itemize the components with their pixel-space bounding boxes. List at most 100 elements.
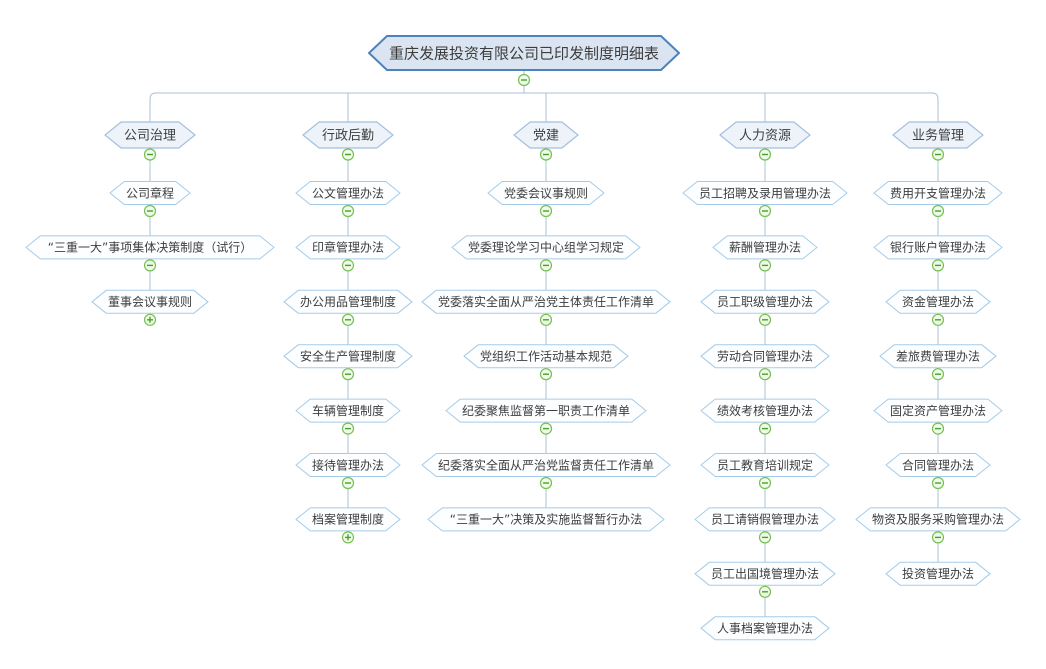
leaf-node[interactable]: 员工教育培训规定 [700, 453, 830, 477]
collapse-icon[interactable] [143, 204, 157, 218]
collapse-icon[interactable] [341, 204, 355, 218]
collapse-icon[interactable] [931, 368, 945, 381]
leaf-node[interactable]: 劳动合同管理办法 [700, 344, 830, 369]
leaf-node[interactable]: 人事档案管理办法 [700, 616, 830, 641]
branch-node[interactable]: 业务管理 [892, 121, 984, 149]
leaf-node[interactable]: 投资管理办法 [885, 561, 991, 586]
branch-node-shape [513, 121, 579, 149]
collapse-icon[interactable] [539, 148, 553, 161]
leaf-node-shape [879, 344, 997, 369]
leaf-node-label: 车辆管理制度 [312, 403, 384, 418]
collapse-icon[interactable] [758, 476, 772, 490]
leaf-node-label: 纪委聚焦监督第一职责工作清单 [462, 403, 630, 418]
root-node-label: 重庆发展投资有限公司已印发制度明细表 [389, 44, 659, 62]
collapse-icon[interactable] [539, 204, 553, 218]
leaf-node[interactable]: 薪酬管理办法 [712, 235, 818, 260]
leaf-node[interactable]: 党委理论学习中心组学习规定 [451, 235, 641, 260]
leaf-node[interactable]: 安全生产管理制度 [283, 344, 413, 369]
leaf-node-shape [885, 289, 991, 314]
leaf-node[interactable]: 接待管理办法 [295, 453, 401, 477]
collapse-icon[interactable] [931, 259, 945, 272]
collapse-icon[interactable] [341, 476, 355, 490]
collapse-icon[interactable] [539, 313, 553, 326]
collapse-icon[interactable] [758, 259, 772, 272]
leaf-node-shape [445, 398, 647, 423]
leaf-node-label: 员工职级管理办法 [717, 294, 813, 309]
collapse-icon[interactable] [931, 204, 945, 218]
collapse-icon[interactable] [539, 422, 553, 435]
leaf-node[interactable]: 党委落实全面从严治党主体责任工作清单 [421, 289, 671, 314]
collapse-icon[interactable] [341, 422, 355, 435]
leaf-node[interactable]: 合同管理办法 [885, 453, 991, 477]
branch-node[interactable]: 党建 [513, 121, 579, 149]
leaf-node[interactable]: 办公用品管理制度 [283, 289, 413, 314]
leaf-node[interactable]: 员工请销假管理办法 [694, 507, 836, 532]
collapse-icon[interactable] [758, 585, 772, 598]
leaf-node-shape [295, 507, 401, 532]
leaf-node[interactable]: 银行账户管理办法 [873, 235, 1003, 260]
leaf-node[interactable]: 党委会议事规则 [487, 181, 605, 205]
leaf-node[interactable]: 纪委聚焦监督第一职责工作清单 [445, 398, 647, 423]
leaf-node[interactable]: 党组织工作活动基本规范 [463, 344, 629, 369]
branch-node[interactable]: 行政后勤 [302, 121, 394, 149]
leaf-node[interactable]: 纪委落实全面从严治党监督责任工作清单 [421, 453, 671, 477]
collapse-icon[interactable] [341, 259, 355, 272]
collapse-icon[interactable] [931, 313, 945, 326]
collapse-icon[interactable] [931, 531, 945, 544]
leaf-node[interactable]: 费用开支管理办法 [873, 181, 1003, 205]
expand-icon[interactable] [143, 313, 157, 326]
collapse-icon[interactable] [758, 368, 772, 381]
collapse-icon[interactable] [143, 148, 157, 161]
collapse-icon[interactable] [758, 422, 772, 435]
leaf-node-label: 银行账户管理办法 [890, 240, 986, 255]
leaf-node[interactable]: “三重一大”事项集体决策制度（试行） [25, 235, 275, 260]
branch-node[interactable]: 人力资源 [719, 121, 811, 149]
collapse-icon[interactable] [341, 148, 355, 161]
branch-node[interactable]: 公司治理 [104, 121, 196, 149]
leaf-node[interactable]: 固定资产管理办法 [873, 398, 1003, 423]
collapse-icon[interactable] [931, 422, 945, 435]
leaf-node-label: 投资管理办法 [902, 566, 974, 581]
leaf-node[interactable]: 物资及服务采购管理办法 [855, 507, 1021, 532]
collapse-icon[interactable] [758, 531, 772, 544]
leaf-node-label: 劳动合同管理办法 [717, 349, 813, 364]
collapse-icon[interactable] [758, 313, 772, 326]
collapse-icon[interactable] [341, 368, 355, 381]
collapse-icon[interactable] [517, 73, 531, 87]
leaf-node-label: 党组织工作活动基本规范 [480, 349, 612, 364]
leaf-node[interactable]: 员工职级管理办法 [700, 289, 830, 314]
collapse-icon[interactable] [931, 148, 945, 161]
leaf-node[interactable]: 资金管理办法 [885, 289, 991, 314]
collapse-icon[interactable] [143, 259, 157, 272]
expand-icon[interactable] [341, 531, 355, 544]
leaf-node-shape [700, 289, 830, 314]
leaf-node-label: 绩效考核管理办法 [717, 403, 813, 418]
leaf-node-label: 公司章程 [126, 185, 174, 200]
leaf-node[interactable]: 董事会议事规则 [91, 289, 209, 314]
collapse-icon[interactable] [341, 313, 355, 326]
leaf-node[interactable]: 印章管理办法 [295, 235, 401, 260]
collapse-icon[interactable] [758, 148, 772, 161]
leaf-node[interactable]: 员工招聘及录用管理办法 [682, 181, 848, 205]
leaf-node[interactable]: 车辆管理制度 [295, 398, 401, 423]
collapse-icon[interactable] [931, 476, 945, 490]
leaf-node[interactable]: 档案管理制度 [295, 507, 401, 532]
leaf-node-shape [700, 453, 830, 477]
branch-node-shape [719, 121, 811, 149]
collapse-icon[interactable] [539, 476, 553, 490]
leaf-node[interactable]: 差旅费管理办法 [879, 344, 997, 369]
leaf-node-label: 员工教育培训规定 [717, 457, 813, 472]
leaf-node[interactable]: 公司章程 [109, 181, 191, 205]
collapse-icon[interactable] [758, 204, 772, 218]
leaf-node-shape [700, 398, 830, 423]
collapse-icon[interactable] [539, 368, 553, 381]
leaf-node-shape [694, 561, 836, 586]
leaf-node[interactable]: 员工出国境管理办法 [694, 561, 836, 586]
collapse-icon[interactable] [539, 259, 553, 272]
branch-node-label: 公司治理 [124, 129, 176, 144]
leaf-node[interactable]: 公文管理办法 [295, 181, 401, 205]
leaf-node[interactable]: “三重一大”决策及实施监督暂行办法 [427, 507, 665, 532]
leaf-node[interactable]: 绩效考核管理办法 [700, 398, 830, 423]
root-node[interactable]: 重庆发展投资有限公司已印发制度明细表 [368, 35, 680, 71]
